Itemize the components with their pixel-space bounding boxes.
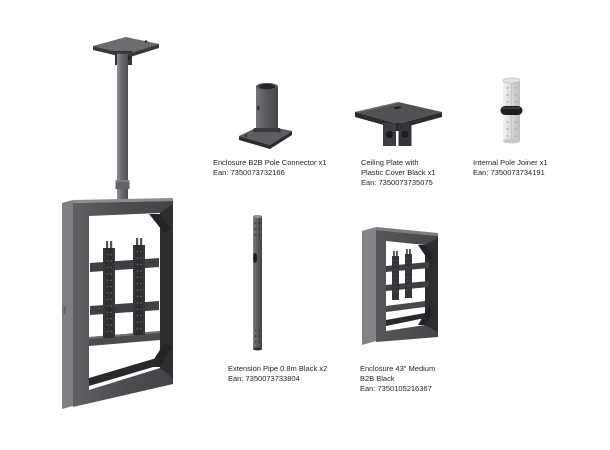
component-ean: Ean: 7350105216367: [360, 384, 432, 393]
component-name: Enclosure B2B Pole Connector x1: [213, 158, 327, 167]
pole-joiner-illustration: [500, 77, 523, 144]
component-label-pole-connector: Enclosure B2B Pole Connector x1 Ean: 735…: [213, 158, 353, 178]
component-label-ceiling-plate: Ceiling Plate with Plastic Cover Black x…: [361, 158, 501, 188]
vesa-bracket-part: [90, 238, 159, 338]
component-name: Ceiling Plate with Plastic Cover Black x…: [361, 158, 436, 177]
extension-pipe-illustration: [253, 214, 262, 351]
component-name: Enclosure 43" Medium B2B Black: [360, 364, 436, 383]
component-ean: Ean: 7350073732166: [213, 168, 285, 177]
vesa-bracket-part: [386, 249, 429, 300]
component-ean: Ean: 7350073733804: [228, 374, 300, 383]
pole-connector-illustration: [239, 82, 292, 149]
assembled-unit-illustration: [62, 37, 173, 409]
pole-part: [115, 54, 130, 200]
component-name: Extension Pipe 0.8m Black x2: [228, 364, 328, 373]
ceiling-plate-illustration: [355, 102, 442, 146]
component-ean: Ean: 7350073734191: [473, 168, 545, 177]
component-ean: Ean: 7350073735075: [361, 178, 433, 187]
component-label-medium-enclosure: Enclosure 43" Medium B2B Black Ean: 7350…: [360, 364, 500, 394]
component-label-pole-joiner: Internal Pole Joiner x1 Ean: 73500737341…: [473, 158, 610, 178]
component-label-extension-pipe: Extension Pipe 0.8m Black x2 Ean: 735007…: [228, 364, 368, 384]
component-name: Internal Pole Joiner x1: [473, 158, 548, 167]
medium-enclosure-illustration: [362, 227, 438, 345]
